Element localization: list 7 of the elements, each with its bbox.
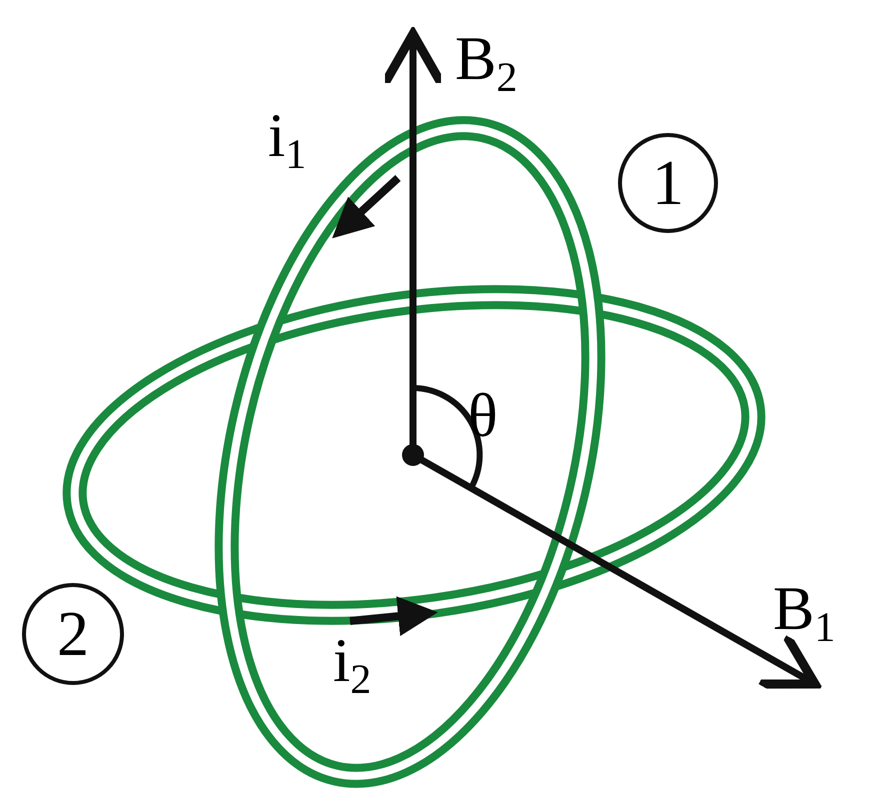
current-label: i$_{1}$ bbox=[268, 105, 306, 176]
vector-label: B$_{1}$ bbox=[773, 578, 836, 649]
circled-number: 1 bbox=[618, 133, 718, 233]
vector-label: B$_{2}$ bbox=[455, 28, 518, 99]
circled-number: 2 bbox=[22, 583, 124, 685]
current-label: i$_{2}$ bbox=[333, 630, 372, 701]
angle-label: θ bbox=[468, 385, 498, 447]
